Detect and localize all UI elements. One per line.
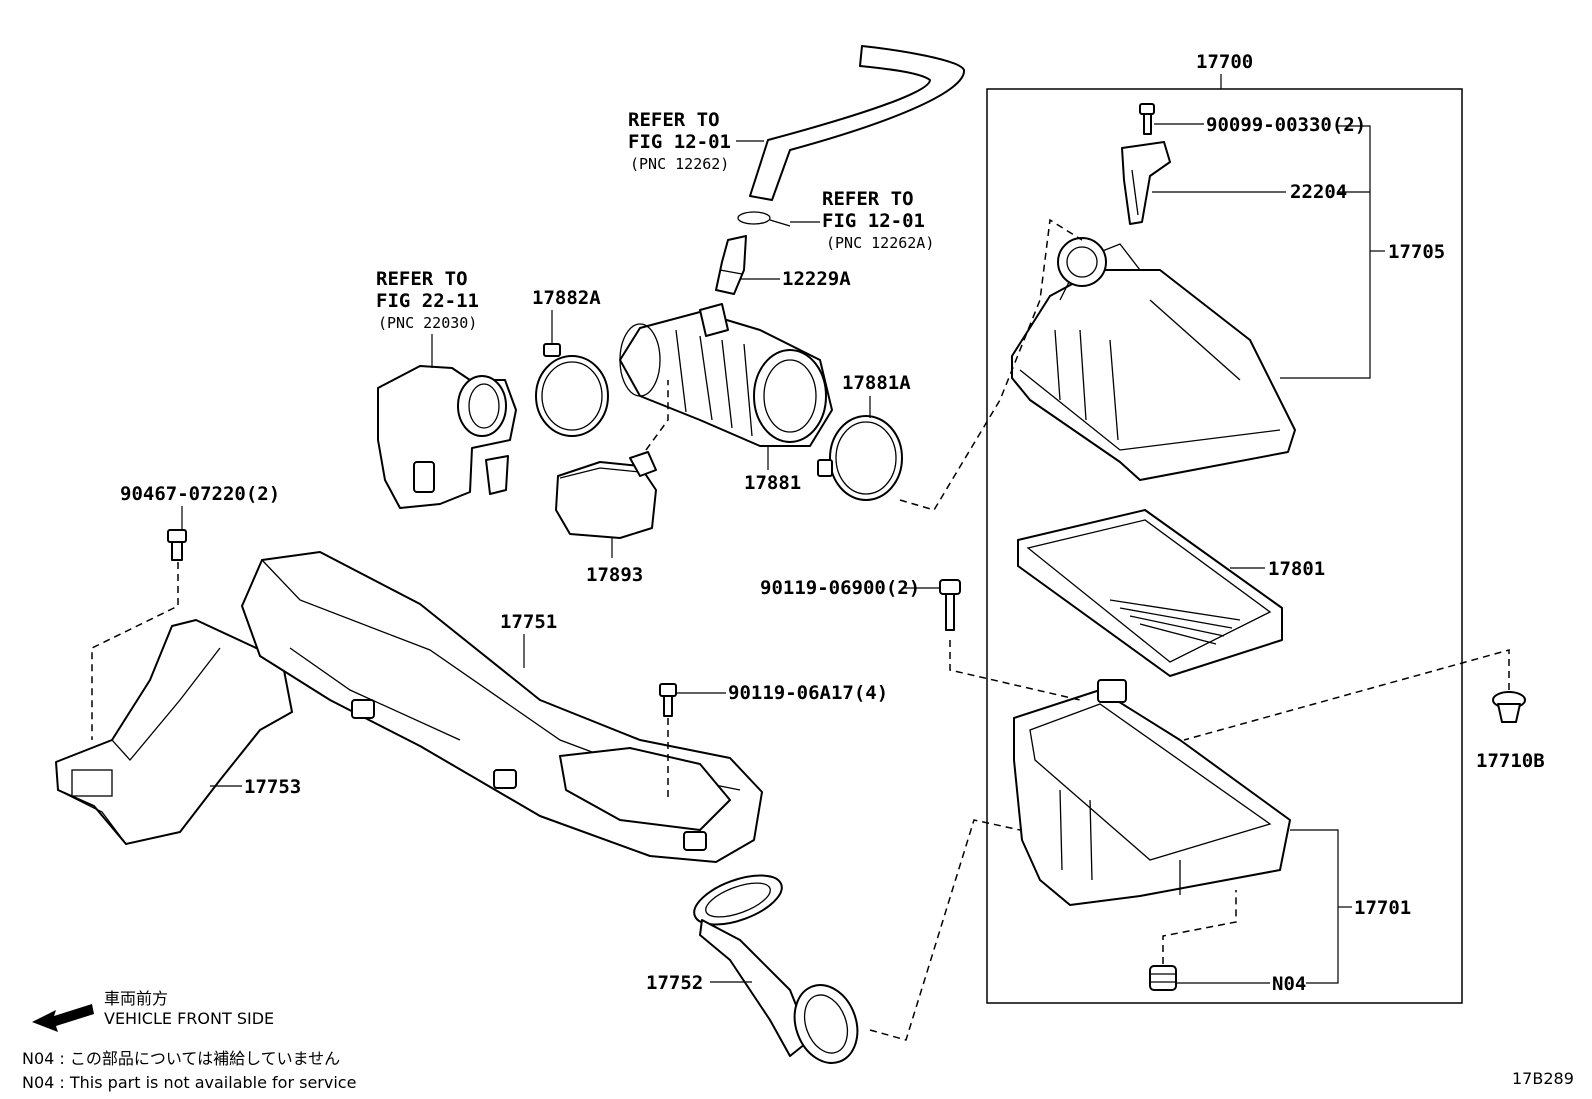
- callout-17752[interactable]: 17752: [646, 972, 703, 994]
- front-air-duct-part: [55, 619, 293, 845]
- n04-note-en: N04 : This part is not available for ser…: [22, 1073, 356, 1092]
- n04-note-jp: N04 : この部品については補給していません: [22, 1049, 340, 1068]
- bracket-17701: [1290, 829, 1339, 984]
- grommet-17710b-part: [1492, 691, 1526, 723]
- callout-throttle-refer-3[interactable]: (PNC 22030): [378, 314, 477, 332]
- callout-17705[interactable]: 17705: [1388, 241, 1445, 263]
- grommet-n04-part: [1149, 965, 1177, 991]
- throttle-body-part: [377, 365, 517, 509]
- callout-17893[interactable]: 17893: [586, 564, 643, 586]
- direction-label-en: VEHICLE FRONT SIDE: [104, 1009, 274, 1028]
- callout-17701[interactable]: 17701: [1354, 897, 1411, 919]
- clamp-17882a-part: [535, 343, 609, 437]
- air-cleaner-cover-part: [1011, 237, 1296, 481]
- bracket-17705: [1280, 125, 1371, 379]
- callout-hose-refer-2[interactable]: FIG 12-01: [628, 131, 731, 153]
- callout-throttle-refer-1[interactable]: REFER TO: [376, 268, 468, 290]
- filter-element-part: [1017, 509, 1283, 677]
- callout-17881a[interactable]: 17881A: [842, 372, 911, 394]
- callout-bolt-90119-06a17[interactable]: 90119-06A17(4): [728, 682, 888, 704]
- callout-bolt-90467[interactable]: 90467-07220(2): [120, 483, 280, 505]
- callout-17751[interactable]: 17751: [500, 611, 557, 633]
- air-cleaner-case-part: [1013, 679, 1291, 906]
- callout-clip-refer-1[interactable]: REFER TO: [822, 188, 914, 210]
- callout-17881[interactable]: 17881: [744, 472, 801, 494]
- bolt-90467-part: [167, 529, 187, 561]
- callout-17882a[interactable]: 17882A: [532, 287, 601, 309]
- callout-17710b[interactable]: 17710B: [1476, 750, 1545, 772]
- hose-clip-part: [737, 211, 791, 227]
- vehicle-front-arrow-icon: [32, 1004, 94, 1032]
- intake-hose-part: [619, 303, 833, 447]
- clamp-17881a-part: [817, 415, 903, 501]
- callout-17753[interactable]: 17753: [244, 776, 301, 798]
- callout-22204[interactable]: 22204: [1290, 181, 1347, 203]
- callout-17801[interactable]: 17801: [1268, 558, 1325, 580]
- callout-clip-refer-3[interactable]: (PNC 12262A): [826, 234, 934, 252]
- figure-code: 17B289: [1512, 1069, 1574, 1088]
- air-flow-sensor-part: [1121, 141, 1171, 225]
- callout-bolt-90119-06900[interactable]: 90119-06900(2): [760, 577, 920, 599]
- elbow-duct-part: [693, 874, 859, 1064]
- callout-12229a[interactable]: 12229A: [782, 268, 851, 290]
- main-air-duct-part: [241, 551, 763, 863]
- bolt-90119-06a17-part: [659, 683, 677, 717]
- resonator-part: [555, 451, 657, 539]
- callout-17700[interactable]: 17700: [1196, 51, 1253, 73]
- callout-clip-refer-2[interactable]: FIG 12-01: [822, 210, 925, 232]
- sensor-bolt-part: [1139, 103, 1155, 135]
- direction-label-jp: 車両前方: [104, 989, 168, 1008]
- bolt-90119-06900-part: [939, 579, 961, 631]
- callout-hose-refer-1[interactable]: REFER TO: [628, 109, 720, 131]
- callout-n04[interactable]: N04: [1272, 973, 1306, 995]
- callout-sensor-bolt[interactable]: 90099-00330(2): [1206, 114, 1366, 136]
- connector-part: [715, 235, 747, 295]
- callout-throttle-refer-2[interactable]: FIG 22-11: [376, 290, 479, 312]
- callout-hose-refer-3[interactable]: (PNC 12262): [630, 155, 729, 173]
- breather-hose-part: [749, 45, 966, 201]
- assembly-17700-box: [986, 88, 1463, 1004]
